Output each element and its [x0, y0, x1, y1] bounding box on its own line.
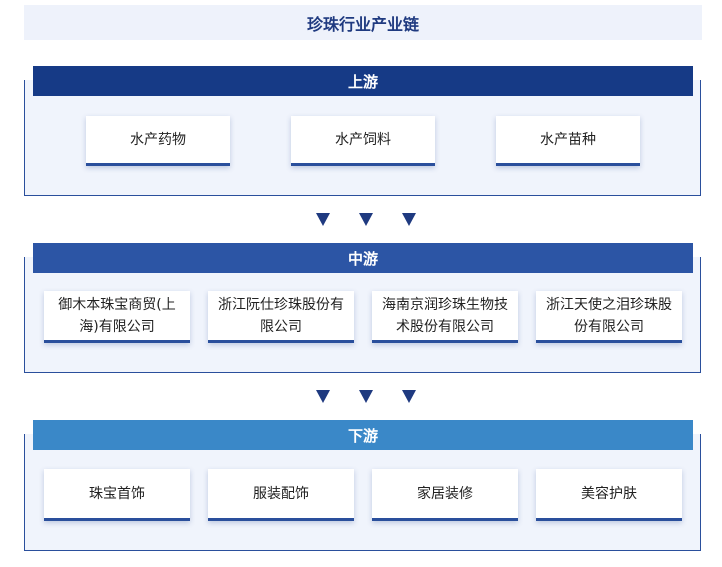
midstream-item: 浙江天使之泪珍珠股份有限公司 — [536, 291, 682, 343]
diagram-title: 珍珠行业产业链 — [24, 5, 702, 40]
midstream-header: 中游 — [33, 243, 693, 273]
down-arrow-icon — [402, 213, 416, 226]
midstream-item: 浙江阮仕珍珠股份有限公司 — [208, 291, 354, 343]
downstream-item: 家居装修 — [372, 469, 518, 521]
upstream-item: 水产饲料 — [291, 116, 435, 166]
flow-arrows-2 — [316, 390, 416, 408]
upstream-item: 水产苗种 — [496, 116, 640, 166]
midstream-item: 海南京润珍珠生物技术股份有限公司 — [372, 291, 518, 343]
down-arrow-icon — [402, 390, 416, 403]
downstream-item: 美容护肤 — [536, 469, 682, 521]
upstream-item: 水产药物 — [86, 116, 230, 166]
down-arrow-icon — [316, 213, 330, 226]
downstream-item: 服装配饰 — [208, 469, 354, 521]
down-arrow-icon — [359, 390, 373, 403]
flow-arrows-1 — [316, 213, 416, 231]
midstream-item: 御木本珠宝商贸(上海)有限公司 — [44, 291, 190, 343]
downstream-item: 珠宝首饰 — [44, 469, 190, 521]
downstream-header: 下游 — [33, 420, 693, 450]
upstream-header: 上游 — [33, 66, 693, 96]
down-arrow-icon — [316, 390, 330, 403]
down-arrow-icon — [359, 213, 373, 226]
